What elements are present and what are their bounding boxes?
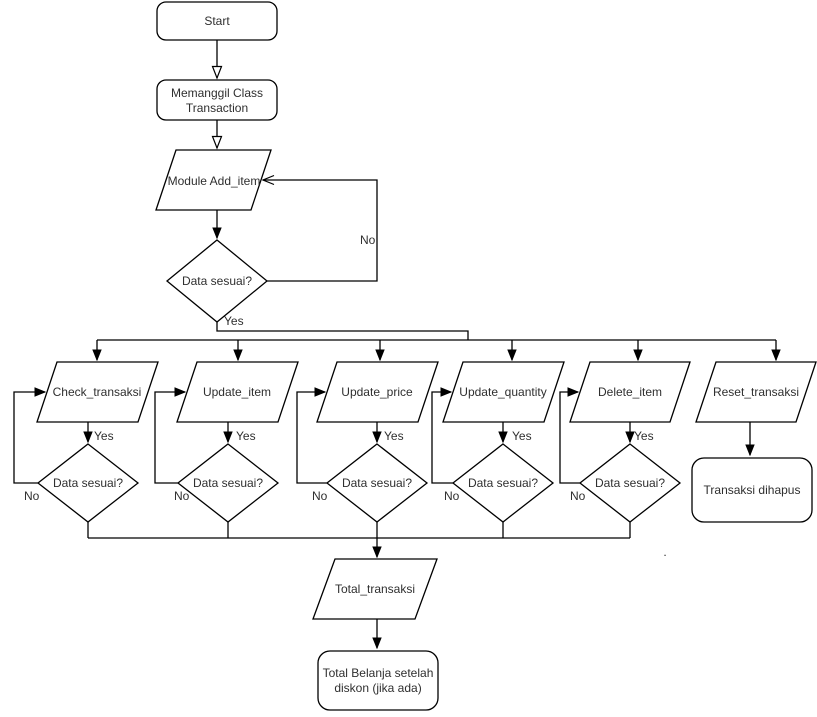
delete-item-label: Delete_item: [598, 385, 662, 399]
label-update-item-no: No: [174, 489, 190, 503]
total-belanja-shape: [317, 650, 439, 711]
decision-update-price-diamond: [325, 443, 429, 523]
total-transaksi-label: Total_transaksi: [335, 582, 415, 596]
decision-check-label: Data sesuai?: [53, 476, 123, 490]
decision-update-quantity-diamond: [451, 443, 555, 523]
edge-update-quantity-no-loop: [431, 392, 453, 484]
update-price-label: Update_price: [341, 385, 413, 399]
node-decision-check: Data sesuai?: [36, 443, 140, 523]
decision-check-diamond: [36, 443, 140, 523]
call-class-shape: [156, 79, 278, 121]
delete-item-parallelogram: [569, 361, 691, 423]
label-update-quantity-yes: Yes: [512, 429, 532, 443]
node-call-class: Memanggil Class Transaction: [156, 79, 278, 121]
edge-check-transaksi-no-loop: [13, 392, 45, 484]
transaksi-dihapus-shape: [691, 457, 813, 523]
edge-decision-add-no-loop: [263, 180, 378, 282]
edges: [13, 40, 776, 648]
node-decision-update-price: Data sesuai?: [325, 443, 429, 523]
node-update-price: Update_price: [316, 361, 439, 423]
reset-transaksi-parallelogram: [695, 361, 817, 423]
decision-update-quantity-label: Data sesuai?: [468, 476, 538, 490]
check-transaksi-label: Check_transaksi: [53, 385, 142, 399]
node-delete-item: Delete_item: [569, 361, 691, 423]
call-class-label-line2: Transaction: [186, 101, 248, 115]
total-transaksi-parallelogram: [312, 558, 438, 620]
node-decision-delete-item: Data sesuai?: [578, 443, 682, 523]
edge-update-item-no-loop: [154, 392, 185, 484]
node-start: Start: [156, 1, 278, 41]
label-delete-item-yes: Yes: [634, 429, 654, 443]
total-belanja-label-line1: Total Belanja setelah: [323, 666, 434, 680]
label-update-item-yes: Yes: [236, 429, 256, 443]
node-update-item: Update_item: [176, 361, 299, 423]
label-delete-item-no: No: [570, 489, 586, 503]
update-item-label: Update_item: [203, 385, 271, 399]
node-total-belanja: Total Belanja setelah diskon (jika ada): [317, 650, 439, 711]
start-label: Start: [204, 14, 230, 28]
decision-update-item-label: Data sesuai?: [193, 476, 263, 490]
node-transaksi-dihapus: Transaksi dihapus: [691, 457, 813, 523]
node-total-transaksi: Total_transaksi: [312, 558, 438, 620]
node-decision-update-quantity: Data sesuai?: [451, 443, 555, 523]
label-update-quantity-no: No: [444, 489, 460, 503]
edge-decision-add-yes: [216, 322, 469, 340]
reset-transaksi-label: Reset_transaksi: [713, 385, 799, 399]
node-decision-update-item: Data sesuai?: [176, 443, 280, 523]
module-add-item-label: Module Add_item: [168, 174, 261, 188]
stray-dot: .: [663, 545, 666, 559]
edge-labels: No Yes Yes Yes Yes Yes Yes No No No No N…: [24, 233, 667, 559]
label-update-price-no: No: [312, 489, 328, 503]
label-check-yes: Yes: [94, 429, 114, 443]
decision-update-item-diamond: [176, 443, 280, 523]
total-belanja-label-line2: diskon (jika ada): [334, 681, 421, 695]
node-module-add-item: Module Add_item: [155, 149, 272, 211]
decision-add-diamond: [165, 239, 269, 323]
transaksi-dihapus-label: Transaksi dihapus: [704, 483, 801, 497]
decision-delete-item-label: Data sesuai?: [595, 476, 665, 490]
call-class-label-line1: Memanggil Class: [171, 86, 263, 100]
update-item-parallelogram: [176, 361, 299, 423]
decision-update-price-label: Data sesuai?: [342, 476, 412, 490]
node-check-transaksi: Check_transaksi: [36, 361, 159, 423]
label-update-price-yes: Yes: [384, 429, 404, 443]
start-terminator-shape: [156, 1, 278, 41]
update-quantity-label: Update_quantity: [459, 385, 546, 399]
module-add-item-parallelogram: [155, 149, 272, 211]
node-reset-transaksi: Reset_transaksi: [695, 361, 817, 423]
decision-delete-item-diamond: [578, 443, 682, 523]
label-check-no: No: [24, 489, 40, 503]
edge-delete-item-no-loop: [559, 392, 580, 484]
check-transaksi-parallelogram: [36, 361, 159, 423]
node-update-quantity: Update_quantity: [442, 361, 565, 423]
label-add-no: No: [360, 233, 376, 247]
label-add-yes: Yes: [224, 314, 244, 328]
update-quantity-parallelogram: [442, 361, 565, 423]
node-decision-add: Data sesuai?: [165, 239, 269, 323]
update-price-parallelogram: [316, 361, 439, 423]
edge-update-price-no-loop: [296, 392, 327, 484]
decision-add-label: Data sesuai?: [182, 274, 252, 288]
